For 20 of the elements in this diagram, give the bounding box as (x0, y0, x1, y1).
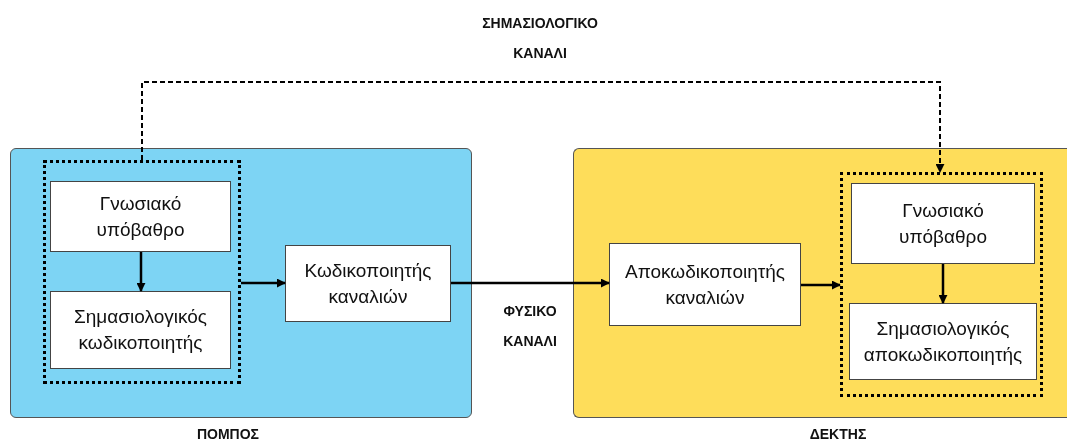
arrow (801, 280, 841, 290)
arrow (241, 278, 286, 288)
process-box: Σημασιολογικός αποκωδικοποιητής (849, 303, 1037, 380)
arrow (938, 264, 948, 304)
edge-label: ΣΗΜΑΣΙΟΛΟΓΙΚΟ ΚΑΝΑΛΙ (481, 14, 599, 63)
process-box: Αποκωδικοποιητής καναλιών (609, 243, 801, 326)
arrow (136, 252, 146, 292)
panel-background (573, 148, 1067, 418)
panel-background (10, 148, 472, 418)
dotted-group-frame (43, 160, 241, 384)
panel-caption: ΠΟΜΠΟΣ (195, 425, 261, 444)
process-box: Κωδικοποιητής καναλιών (285, 245, 451, 322)
arrow (451, 278, 610, 288)
dotted-group-frame (840, 172, 1043, 397)
process-box: Γνωσιακό υπόβαθρο (851, 183, 1035, 264)
panel-caption: ΔΕΚΤΗΣ (808, 425, 868, 444)
process-box: Γνωσιακό υπόβαθρο (50, 181, 231, 252)
edge-label: ΦΥΣΙΚΟ ΚΑΝΑΛΙ (502, 302, 558, 351)
dashed-arrow (141, 81, 945, 173)
process-box: Σημασιολογικός κωδικοποιητής (50, 291, 231, 369)
